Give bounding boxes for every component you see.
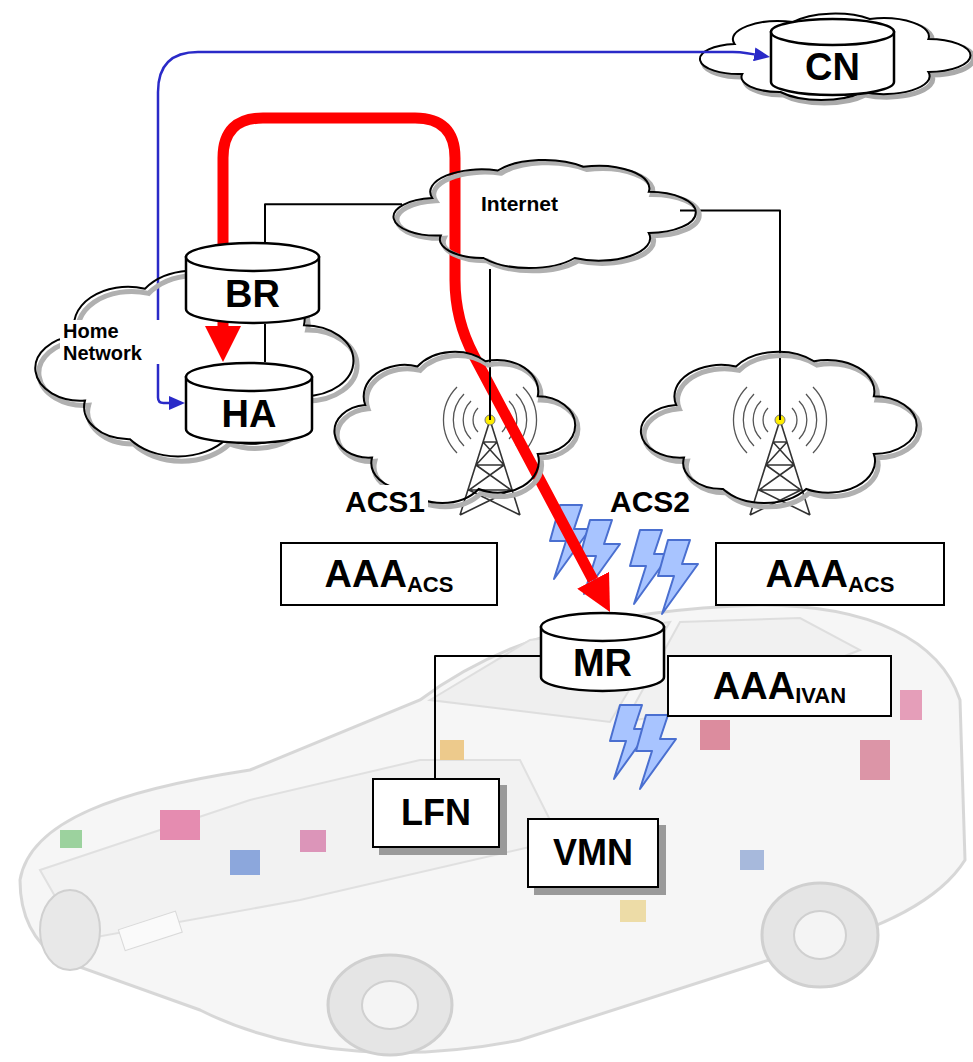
- node-label: ACS2: [610, 485, 690, 518]
- aaa-server-box: AAAACS: [715, 542, 945, 606]
- label-area: Home Network: [60, 320, 166, 364]
- router-cylinder: BR: [185, 242, 320, 324]
- node-label: BR: [225, 273, 280, 316]
- cloud-outline: [645, 335, 905, 510]
- node-label: CN: [805, 46, 860, 89]
- node-label: AAA: [766, 553, 848, 596]
- node-label: MR: [573, 642, 632, 685]
- wireless-link: [658, 540, 698, 614]
- tunnel-arrow: [223, 118, 593, 580]
- label-area: ACS2: [607, 485, 693, 518]
- network-link: [489, 269, 491, 420]
- subscript-label: IVAN: [795, 683, 846, 709]
- label-area: AAAIVAN: [669, 657, 890, 715]
- label-area: CN: [770, 44, 895, 91]
- node-label: LFN: [401, 792, 471, 834]
- label-area: BR: [185, 270, 320, 318]
- node-label: Internet: [481, 192, 558, 215]
- node-label: VMN: [553, 832, 633, 874]
- network-link: [680, 211, 780, 421]
- node-label: ACS1: [345, 485, 425, 518]
- wireless-link: [636, 715, 676, 789]
- aaa-server-box: AAAACS: [280, 542, 498, 606]
- node-box: VMN: [527, 818, 659, 888]
- subscript-label: ACS: [407, 572, 453, 598]
- server-cylinder: CN: [770, 18, 895, 96]
- label-area: ACS1: [342, 485, 428, 518]
- label-area: HA: [185, 390, 313, 438]
- node-label: HA: [222, 393, 277, 436]
- data-path-arrow: [158, 52, 754, 403]
- network-cloud: Home Network BR HA: [40, 250, 340, 465]
- node-label: AAA: [325, 553, 407, 596]
- label-area: MR: [540, 640, 665, 686]
- cn-cloud: [700, 14, 973, 103]
- node-box: LFN: [372, 778, 500, 848]
- router-cylinder: MR: [540, 612, 665, 692]
- subscript-label: ACS: [848, 572, 894, 598]
- network-link: [264, 324, 266, 362]
- aaa-server-box: AAAIVAN: [667, 655, 892, 717]
- car-illustration: [20, 605, 965, 1055]
- label-area: LFN: [374, 780, 498, 846]
- label-area: AAAACS: [717, 544, 943, 604]
- access-network-cloud: ACS2: [605, 335, 905, 525]
- cloud-outline: [338, 335, 565, 510]
- access-network-cloud: ACS1: [330, 335, 565, 525]
- label-area: VMN: [529, 820, 657, 886]
- network-cloud: Internet: [398, 148, 683, 273]
- router-cylinder: HA: [185, 362, 313, 444]
- node-label: Home Network: [63, 320, 163, 364]
- label-area: AAAACS: [282, 544, 496, 604]
- label-area: Internet: [478, 192, 561, 215]
- network-link: [265, 204, 402, 242]
- network-link: [435, 656, 540, 778]
- node-label: AAA: [713, 665, 795, 708]
